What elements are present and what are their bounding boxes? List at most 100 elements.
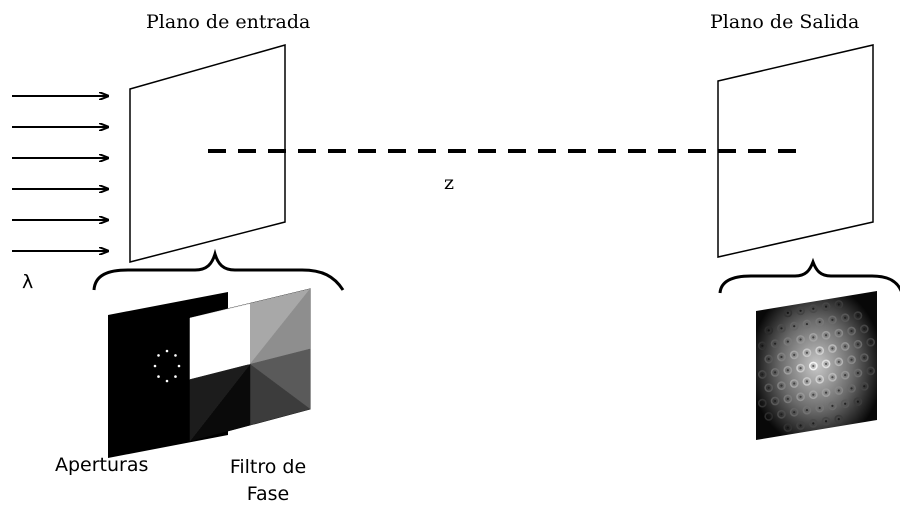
intensity-ring	[853, 311, 863, 321]
intensity-core	[824, 391, 828, 394]
intensity-ring	[847, 326, 856, 336]
intensity-ring	[834, 300, 844, 309]
intensity-ring	[789, 407, 799, 417]
intensity-core	[780, 355, 783, 359]
intensity-core	[805, 351, 809, 354]
intensity-core	[774, 399, 777, 403]
intensity-ring	[770, 339, 780, 349]
intensity-core	[837, 418, 840, 421]
intensity-core	[837, 332, 840, 335]
intensity-core	[774, 342, 777, 345]
intensity-ring	[796, 306, 805, 316]
intensity-core	[850, 329, 853, 333]
aperture-hole	[153, 364, 157, 368]
intensity-ring	[808, 332, 818, 342]
intensity-core	[786, 369, 789, 372]
intensity-ring	[808, 418, 818, 428]
intensity-core	[818, 406, 821, 410]
intensity-ring	[757, 370, 767, 379]
intensity-ring	[828, 344, 837, 353]
aperture-hole	[174, 375, 177, 378]
intensity-core	[786, 311, 789, 315]
input-plane	[129, 44, 286, 263]
aperture-hole	[165, 349, 169, 353]
intensity-ring	[796, 363, 805, 373]
intensity-core	[812, 336, 815, 339]
intensity-ring	[764, 411, 774, 421]
intensity-ring	[821, 388, 831, 397]
intensity-ring	[802, 377, 812, 386]
aperture-hole	[177, 364, 181, 368]
output-brace	[718, 257, 900, 294]
intensity-core	[869, 341, 872, 344]
intensity-ring	[847, 383, 856, 393]
intensity-core	[863, 385, 866, 388]
intensity-ring	[821, 359, 831, 369]
intensity-ring	[757, 341, 767, 351]
intensity-ring	[777, 409, 786, 419]
intensity-core	[799, 309, 802, 312]
intensity-core	[844, 373, 847, 377]
intensity-ring	[821, 416, 831, 426]
intensity-ring	[789, 350, 799, 360]
intensity-core	[786, 340, 789, 343]
intensity-ring	[770, 396, 780, 406]
intensity-core	[850, 387, 853, 390]
aperture-hole	[157, 375, 160, 378]
intensity-core	[837, 389, 840, 392]
intensity-ring	[764, 383, 774, 393]
phase-filter-sector	[190, 304, 250, 372]
intensity-core	[844, 402, 847, 405]
intensity-core	[844, 345, 847, 348]
intensity-core	[786, 426, 789, 429]
intensity-ring	[834, 328, 844, 338]
intensity-ring	[834, 414, 844, 424]
intensity-ring	[840, 399, 850, 409]
intensity-ring	[777, 381, 786, 391]
intensity-core	[818, 378, 821, 381]
intensity-core	[786, 397, 789, 401]
intensity-ring	[847, 355, 856, 365]
incident-rays	[12, 96, 108, 251]
phase-filter	[189, 288, 311, 442]
intensity-ring	[859, 353, 869, 363]
intensity-ring	[808, 361, 818, 371]
phase-filter-label: Filtro de Fase	[229, 456, 307, 505]
intensity-core	[856, 343, 859, 346]
output-plane-label: Plano de Salida	[710, 11, 860, 33]
intensity-ring	[828, 401, 837, 411]
intensity-core	[761, 402, 764, 405]
intensity-ring	[834, 386, 844, 395]
output-intensity-pattern	[756, 291, 877, 440]
aperture-hole	[157, 354, 160, 357]
intensity-ring	[802, 319, 812, 329]
intensity-core	[812, 393, 815, 396]
intensity-core	[780, 384, 783, 387]
intensity-core	[869, 369, 872, 372]
intensity-ring	[821, 302, 831, 311]
wavelength-label: λ	[22, 271, 34, 293]
intensity-ring	[866, 366, 876, 376]
intensity-ring	[796, 421, 805, 430]
intensity-core	[824, 362, 828, 366]
apertures-label: Aperturas	[55, 454, 149, 476]
intensity-ring	[828, 372, 837, 382]
distance-z-label: z	[444, 172, 455, 194]
intensity-core	[761, 373, 764, 376]
intensity-ring	[789, 379, 799, 388]
intensity-core	[793, 382, 796, 385]
intensity-core	[793, 353, 796, 356]
aperture-holes	[153, 349, 181, 383]
intensity-ring	[764, 325, 774, 335]
intensity-core	[837, 360, 840, 363]
intensity-core	[824, 305, 828, 308]
intensity-core	[812, 422, 815, 425]
intensity-ring	[783, 394, 793, 404]
intensity-core	[863, 356, 866, 359]
intensity-core	[818, 320, 821, 324]
intensity-ring	[815, 346, 825, 356]
intensity-core	[805, 322, 809, 326]
intensity-ring	[808, 390, 818, 400]
intensity-core	[761, 344, 764, 347]
